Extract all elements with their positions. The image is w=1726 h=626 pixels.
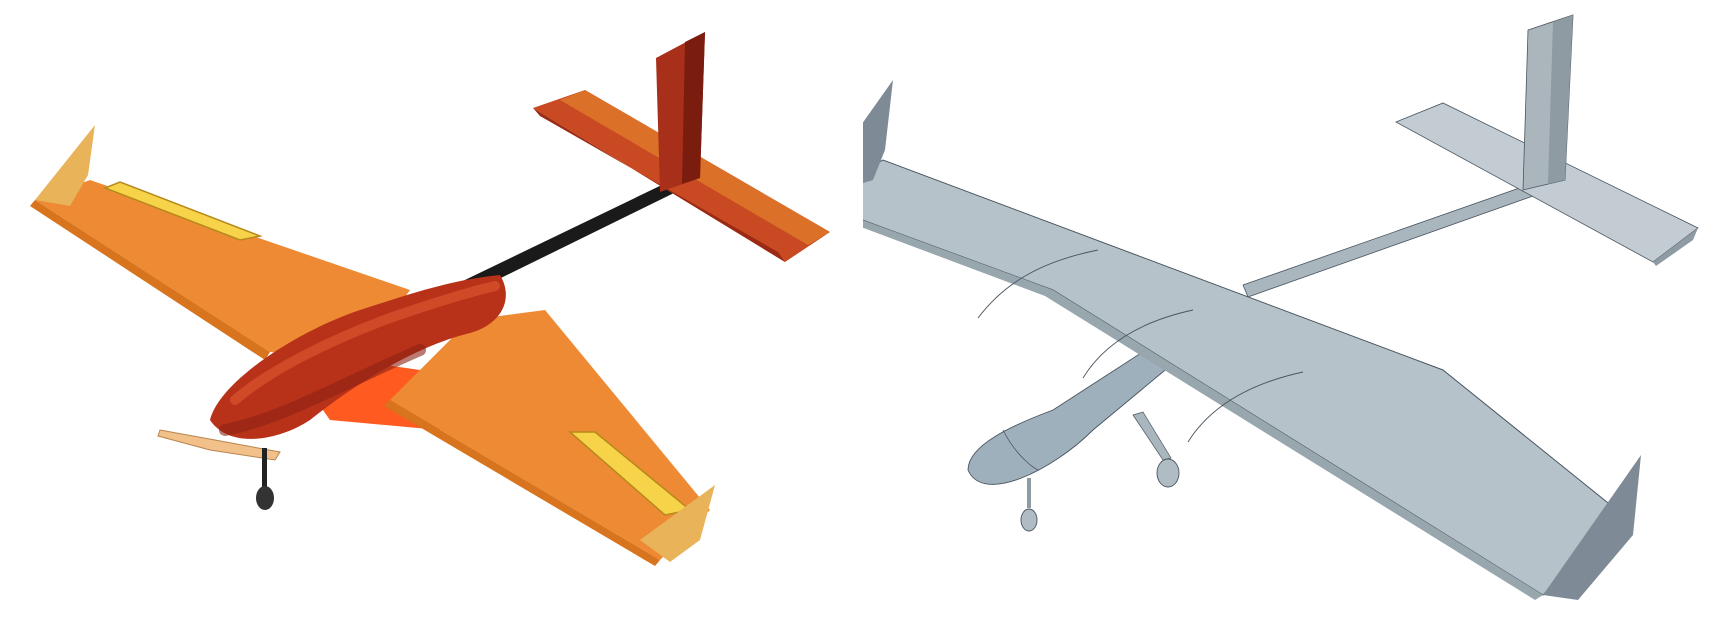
tail-boom: [440, 182, 676, 304]
nose-gear-strut: [1027, 478, 1031, 508]
nose-gear-wheel: [1020, 508, 1038, 532]
wing-left: [35, 180, 410, 360]
wing-left-edge: [30, 200, 270, 360]
wing-panel-line-2: [1082, 309, 1194, 379]
propeller: [157, 429, 281, 461]
fuselage-shadow: [219, 344, 426, 436]
fuselage-highlight: [230, 281, 500, 405]
main-gear-wheel: [1156, 458, 1180, 488]
main-wing: [863, 159, 1624, 596]
nose-gear-wheel: [256, 486, 274, 510]
wing-right-edge: [384, 400, 660, 566]
main-wing-leading-edge: [863, 220, 1543, 600]
winglet-left: [35, 125, 95, 206]
uav-drawing-grey: [863, 14, 1699, 600]
aileron-left: [102, 181, 263, 241]
horizontal-stabilizer-shade: [533, 108, 785, 262]
winglet-right: [1543, 455, 1641, 600]
wing-right: [390, 310, 710, 560]
uav-render-orange: [30, 32, 830, 566]
nose-gear-strut: [262, 448, 267, 488]
tail-boom: [1242, 184, 1534, 298]
rudder: [682, 32, 705, 184]
winglet-right: [640, 485, 715, 562]
uav-render-grey: [863, 0, 1726, 626]
wing-panel-line-3: [1187, 371, 1304, 443]
winglet-left: [863, 80, 893, 184]
wing-panel-line-1: [977, 249, 1099, 319]
uav-drawing-orange: [30, 32, 830, 566]
horizontal-stabilizer-edge: [1653, 228, 1698, 266]
main-gear-strut: [1132, 411, 1172, 461]
rudder: [1548, 15, 1573, 184]
fuselage-nose-line: [1002, 429, 1039, 471]
fuselage: [210, 275, 506, 439]
